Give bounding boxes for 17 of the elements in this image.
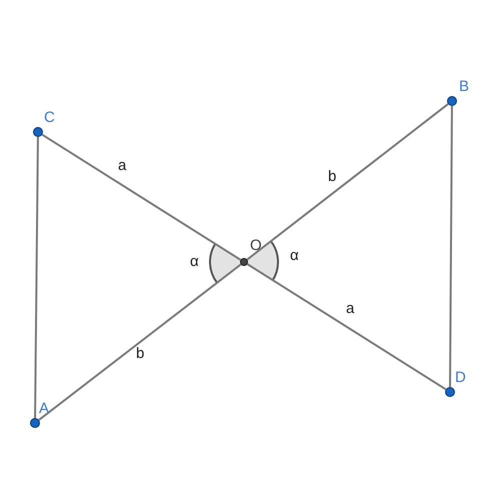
line-segment (246, 263, 446, 390)
segment-label: a (118, 158, 126, 174)
angle-label: α (190, 254, 199, 270)
line-segment (246, 103, 449, 260)
point-label: C (44, 110, 55, 126)
angle-label: α (290, 248, 299, 264)
segment-label: b (136, 346, 144, 362)
line-segment (42, 134, 242, 261)
line-segment (34, 136, 39, 418)
point-label: D (455, 370, 466, 386)
point-label: A (39, 401, 50, 417)
segment-label: b (328, 169, 336, 185)
segment-label: a (346, 301, 354, 317)
point-label: B (459, 79, 470, 95)
line-segment (449, 106, 453, 387)
point-label: O (250, 238, 262, 254)
line-segment (38, 264, 242, 421)
